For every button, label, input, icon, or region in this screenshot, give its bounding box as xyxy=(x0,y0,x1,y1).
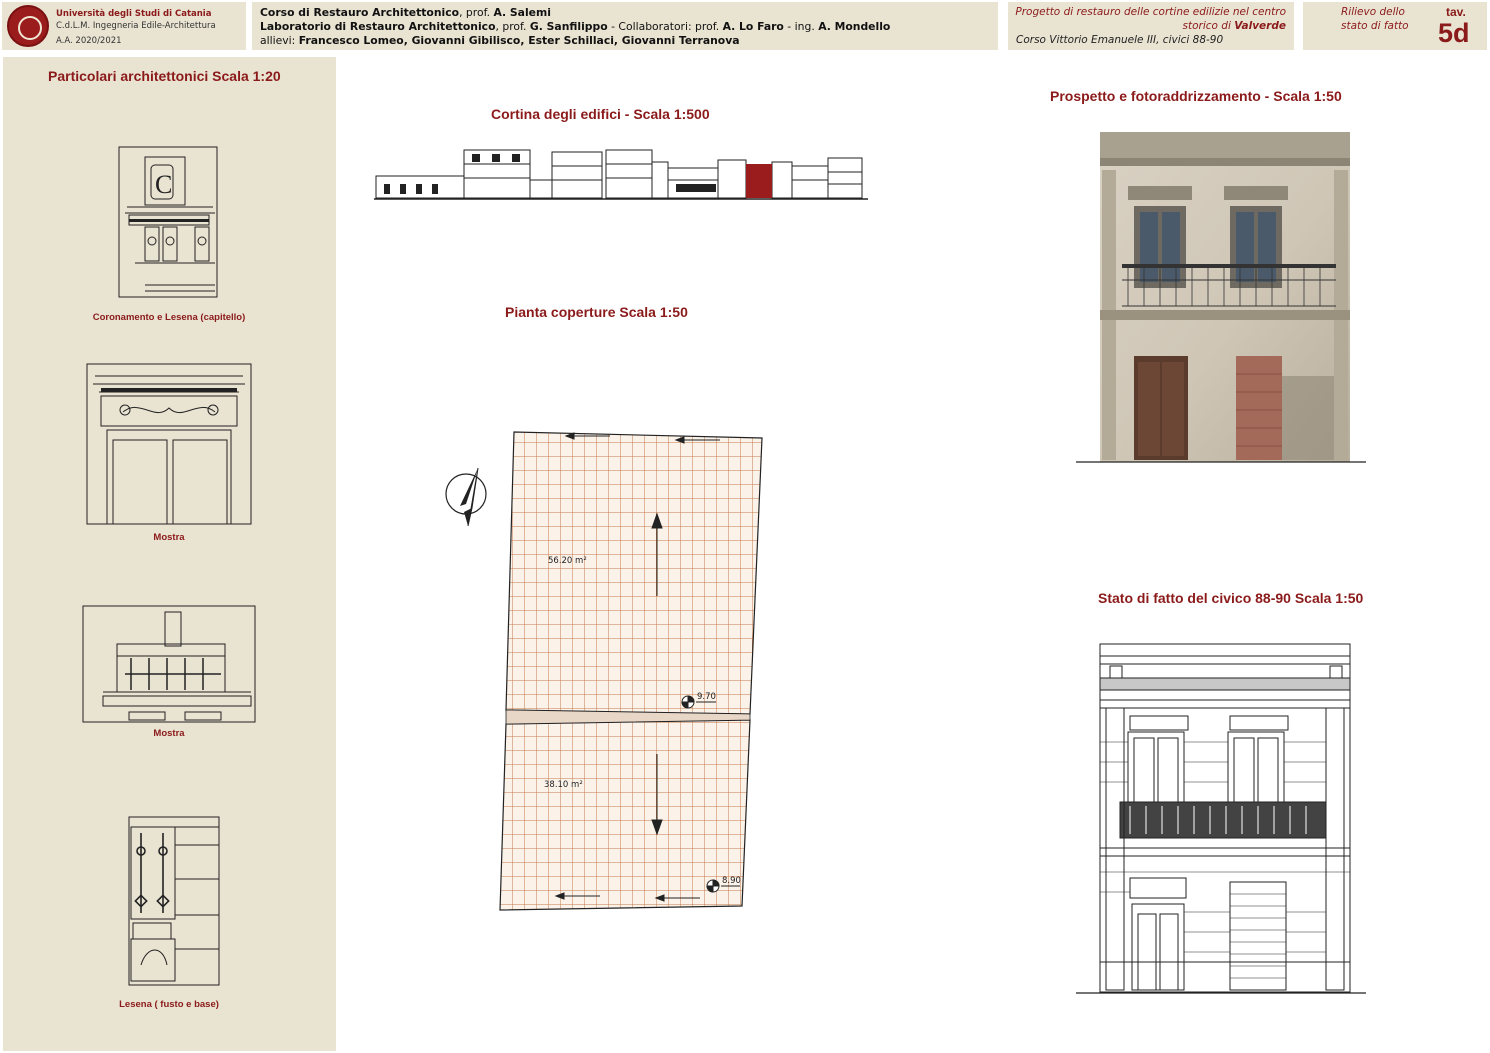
details-title: Particolari architettonici Scala 1:20 xyxy=(48,68,281,84)
degree-name: C.d.L.M. Ingegneria Edile-Architettura xyxy=(56,21,216,31)
course-professor: A. Salemi xyxy=(493,6,551,19)
course-line-2: Laboratorio di Restauro Architettonico, … xyxy=(260,20,890,33)
title-pianta: Pianta coperture Scala 1:50 xyxy=(505,304,688,320)
title-cortina: Cortina degli edifici - Scala 1:500 xyxy=(491,106,710,122)
elevation-drawing xyxy=(1076,643,1366,994)
mostra-drawing-2 xyxy=(82,605,256,723)
project-line-1: Progetto di restauro delle cortine edili… xyxy=(1015,6,1286,18)
lab-name: Laboratorio di Restauro Architettonico xyxy=(260,20,496,33)
lab-professor: G. Sanfilippo xyxy=(529,20,608,33)
header-university-block: Università degli Studi di Catania C.d.L.… xyxy=(2,2,246,50)
project-place-prefix: storico di xyxy=(1182,20,1235,32)
course-line-3: allievi: Francesco Lomeo, Giovanni Gibil… xyxy=(260,34,740,47)
cortina-drawing xyxy=(374,149,868,200)
students-prefix: allievi: xyxy=(260,34,299,47)
title-stato: Stato di fatto del civico 88-90 Scala 1:… xyxy=(1098,590,1364,606)
photo-elevation-image xyxy=(1076,132,1366,463)
university-name: Università degli Studi di Catania xyxy=(56,9,212,19)
tav-number: 5d xyxy=(1438,18,1470,48)
header-project-block: Progetto di restauro delle cortine edili… xyxy=(1008,2,1294,50)
sheet-title-1: Rilievo dello xyxy=(1341,6,1405,18)
header-sheet-block: Rilievo dello stato di fatto tav. 5d xyxy=(1303,2,1487,50)
roof-area-bottom: 38.10 m² xyxy=(544,780,583,790)
roof-plan-drawing xyxy=(499,431,763,911)
details-panel: Particolari architettonici Scala 1:20 C … xyxy=(3,57,336,1051)
course-line-1: Corso di Restauro Architettonico, prof. … xyxy=(260,6,551,19)
coronamento-drawing: C xyxy=(118,146,218,298)
title-prospetto: Prospetto e fotoraddrizzamento - Scala 1… xyxy=(1050,88,1342,104)
students-list: Francesco Lomeo, Giovanni Gibilisco, Est… xyxy=(298,34,740,47)
sheet-title-2: stato di fatto xyxy=(1341,20,1409,32)
collaborator-2: A. Mondello xyxy=(818,20,891,33)
lab-prof-prefix: , prof. xyxy=(495,20,530,33)
north-arrow-icon xyxy=(445,467,487,527)
project-place: Valverde xyxy=(1234,20,1286,32)
caption-coronamento: Coronamento e Lesena (capitello) xyxy=(92,312,246,323)
university-seal-icon xyxy=(7,5,49,47)
course-prof-prefix: , prof. xyxy=(459,6,494,19)
caption-mostra-1: Mostra xyxy=(153,532,185,543)
roof-elevation-mid: 9.70 xyxy=(697,692,716,702)
collaborators-prefix: - Collaboratori: prof. xyxy=(607,20,723,33)
lesena-drawing xyxy=(128,816,220,986)
caption-mostra-2: Mostra xyxy=(153,728,185,739)
collaborators-sep: - ing. xyxy=(783,20,819,33)
course-name: Corso di Restauro Architettonico xyxy=(260,6,460,19)
project-address: Corso Vittorio Emanuele III, civici 88-9… xyxy=(1016,34,1224,46)
caption-lesena: Lesena ( fusto e base) xyxy=(119,999,219,1010)
mostra-drawing-1 xyxy=(86,363,252,525)
collaborator-1: A. Lo Faro xyxy=(722,20,784,33)
roof-area-top: 56.20 m² xyxy=(548,556,587,566)
svg-text:C: C xyxy=(155,170,172,199)
roof-elevation-bottom: 8.90 xyxy=(722,876,741,886)
project-line-2: storico di Valverde xyxy=(1183,20,1286,32)
tav-label: tav. xyxy=(1446,5,1466,19)
academic-year: A.A. 2020/2021 xyxy=(56,36,122,46)
header-course-block: Corso di Restauro Architettonico, prof. … xyxy=(252,2,998,50)
